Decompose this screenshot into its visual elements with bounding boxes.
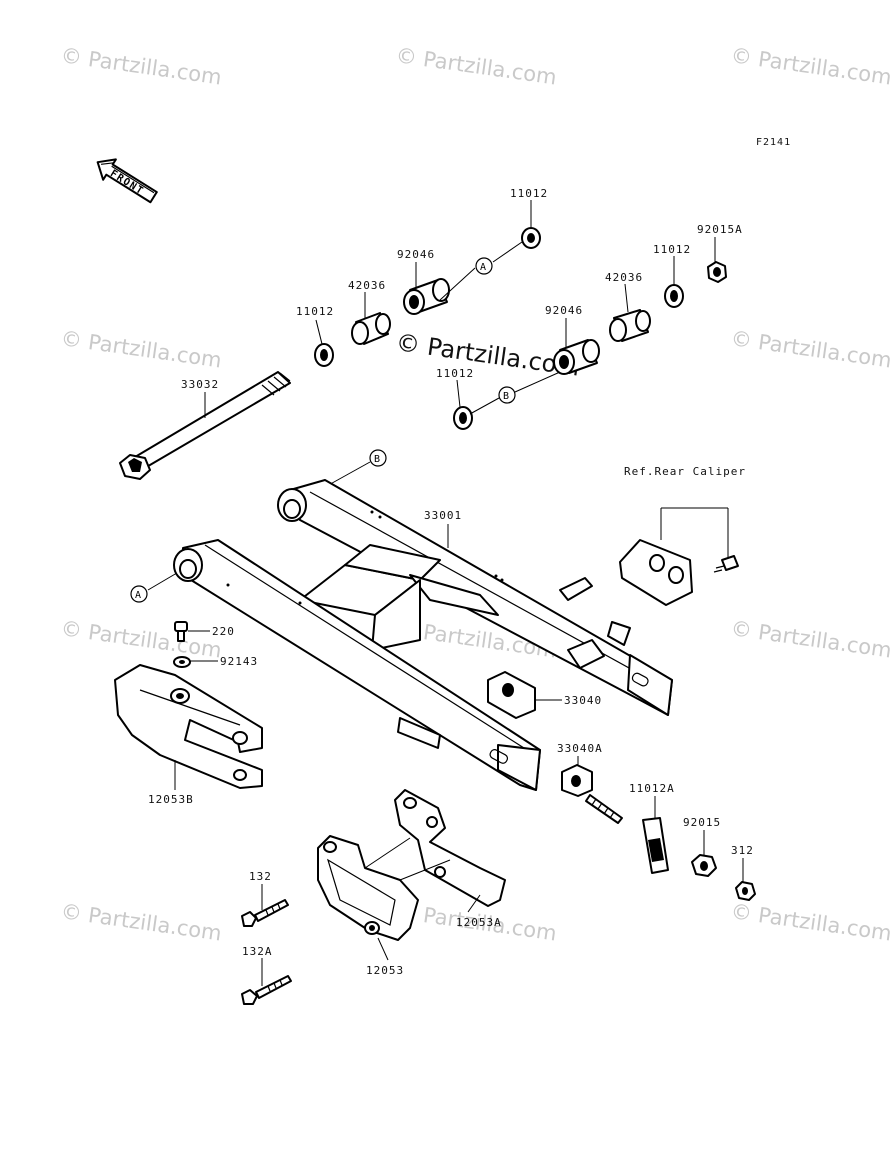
watermark-layer: © Partzilla.com © Partzilla.com © Partzi… (59, 43, 893, 945)
swingarm (173, 479, 673, 791)
label-11012-right: 11012 (653, 243, 691, 256)
bolt-220 (174, 621, 188, 642)
swingarm-axle (119, 371, 291, 480)
label-92015a: 92015A (697, 223, 743, 236)
chain-guide-12053a (394, 789, 506, 907)
label-132a: 132A (242, 945, 273, 958)
callout-b-top-label: B (503, 391, 509, 402)
watermark: © Partzilla.com (59, 899, 223, 945)
callout-b-frame (369, 449, 387, 467)
nut-92015 (691, 854, 717, 877)
sleeve-42036-right (609, 309, 651, 342)
label-220: 220 (212, 625, 235, 638)
sleeve-42036-left (351, 312, 391, 345)
washer-92143 (173, 656, 191, 668)
oil-seal-right (664, 284, 684, 308)
oil-seal-lower (453, 406, 473, 430)
label-12053: 12053 (366, 964, 404, 977)
label-42036-left: 42036 (348, 279, 386, 292)
label-92046-top: 92046 (397, 248, 435, 261)
bolt-132 (241, 899, 289, 927)
label-11012-lower: 11012 (436, 367, 474, 380)
label-132: 132 (249, 870, 272, 883)
chain-guide-12053 (317, 835, 451, 941)
label-12053a: 12053A (456, 916, 502, 929)
callout-a-frame-label: A (135, 590, 141, 601)
label-92015: 92015 (683, 816, 721, 829)
bolt-132a (241, 975, 292, 1005)
label-33032: 33032 (181, 378, 219, 391)
watermark: © Partzilla.com (729, 43, 893, 89)
nut-312 (735, 881, 756, 901)
oil-seal-left (314, 343, 334, 367)
front-arrow-icon: FRONT (96, 158, 158, 204)
reference-rear-caliper: Ref.Rear Caliper (624, 465, 746, 478)
callout-a-top-label: A (480, 262, 486, 273)
chain-adjuster-33040a (561, 764, 623, 824)
callout-b-frame-label: B (374, 454, 380, 465)
watermark: © Partzilla.com (59, 616, 223, 662)
bearing-92046-top (403, 278, 450, 315)
label-33040a: 33040A (557, 742, 603, 755)
part-labels: 11012 92046 42036 11012 92015A 11012 420… (148, 187, 754, 977)
oil-seal-top (521, 227, 541, 249)
bearing-92046-right (553, 339, 600, 375)
label-11012a: 11012A (629, 782, 675, 795)
label-42036-right: 42036 (605, 271, 643, 284)
watermark: © Partzilla.com (729, 899, 893, 945)
watermark: © Partzilla.com (394, 43, 558, 89)
label-92046-right: 92046 (545, 304, 583, 317)
watermark: © Partzilla.com (59, 326, 223, 372)
callout-a-top (475, 257, 493, 275)
watermark: © Partzilla.com (59, 43, 223, 89)
label-92143: 92143 (220, 655, 258, 668)
leader-lines (174, 200, 744, 986)
chain-slider-12053b (114, 664, 263, 789)
label-11012-top: 11012 (510, 187, 548, 200)
label-12053b: 12053B (148, 793, 194, 806)
chain-adjuster-33040 (487, 671, 536, 719)
diagram-code: F2141 (756, 137, 791, 148)
label-33001: 33001 (424, 509, 462, 522)
watermark: © Partzilla.com (729, 326, 893, 372)
label-33040: 33040 (564, 694, 602, 707)
watermark: © Partzilla.com (729, 616, 893, 662)
label-11012-left: 11012 (296, 305, 334, 318)
callout-a-frame (130, 585, 148, 603)
watermark-center: © Partzilla.com (394, 328, 581, 382)
block-11012a (642, 817, 669, 874)
callout-b-top (498, 386, 516, 404)
collar-92015a (707, 261, 727, 283)
label-312: 312 (731, 844, 754, 857)
caliper-bracket (619, 507, 739, 606)
